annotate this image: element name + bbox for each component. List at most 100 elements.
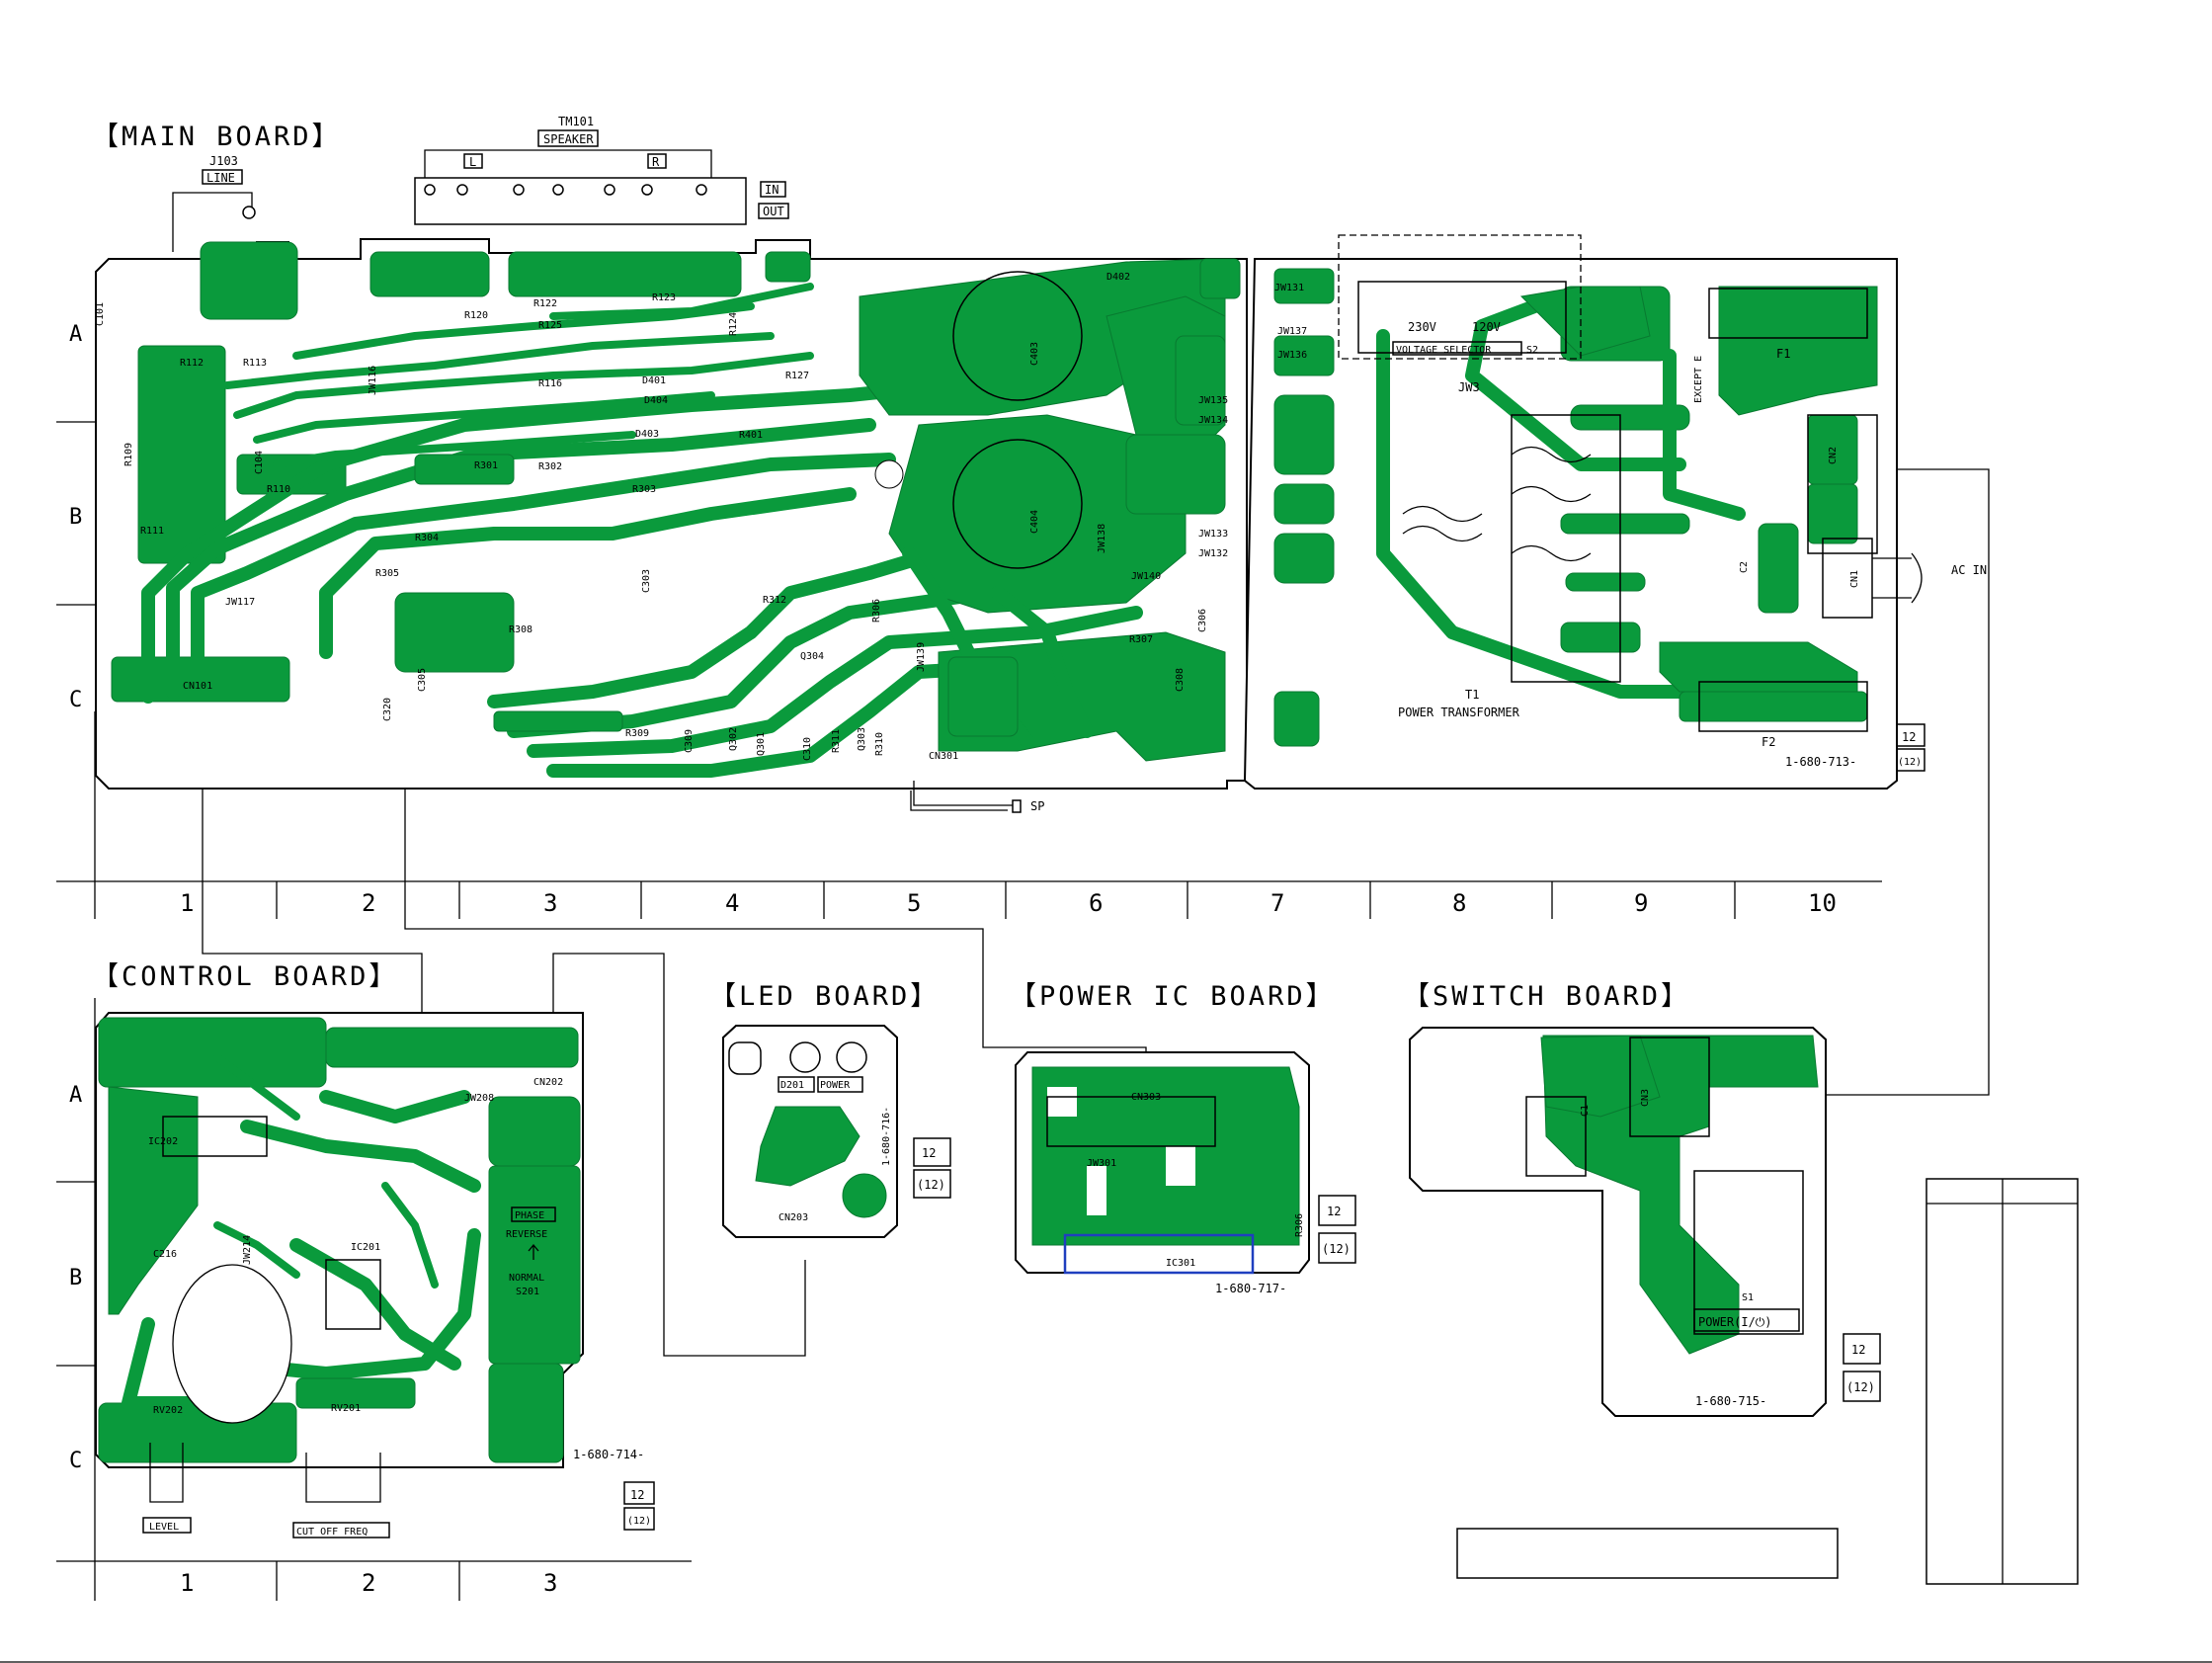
label-jw139: JW139 — [916, 642, 927, 672]
s1-label: S1 — [1742, 1292, 1754, 1303]
cut-off-freq-pot: CUT OFF FREQ — [292, 1453, 390, 1538]
speaker-symbol-sp: SP — [913, 781, 1044, 813]
col-label-lower-1: 1 — [180, 1569, 194, 1597]
label-r303: R303 — [632, 484, 656, 495]
control-board: 【CONTROL BOARD】 PHASE REVERS — [92, 961, 655, 1538]
switch-board-page-ref: 12 — [1851, 1343, 1865, 1357]
row-label-c: C — [69, 688, 82, 712]
jw3-label: JW3 — [1458, 380, 1480, 394]
s201-label: S201 — [516, 1287, 539, 1297]
label-c309: C309 — [684, 729, 695, 753]
speaker-label: SPEAKER — [543, 132, 594, 146]
main-board-page-ref-paren: (12) — [1898, 757, 1922, 768]
connector-cn1: CN1 C2 AC IN — [1739, 538, 1987, 619]
control-board-page-ref-paren: (12) — [627, 1516, 651, 1527]
label-jw134: JW134 — [1198, 415, 1228, 426]
power-ic-board-title: 【POWER IC BOARD】 — [1010, 981, 1336, 1012]
col-label-5: 5 — [907, 889, 921, 917]
control-board-title: 【CONTROL BOARD】 — [92, 961, 398, 992]
main-board: 【MAIN BOARD】 TM101 SPEAKER L R IN OUT J1… — [92, 115, 1987, 813]
label-cn301: CN301 — [929, 751, 958, 762]
label-q302: Q302 — [728, 727, 739, 751]
terminal-right-label: R — [652, 155, 660, 169]
label-c104: C104 — [254, 451, 265, 474]
control-board-part-number: 1-680-714- — [573, 1448, 644, 1461]
label-r111: R111 — [140, 526, 164, 537]
label-c303: C303 — [641, 569, 652, 593]
f2-label: F2 — [1761, 735, 1775, 749]
main-board-component-labels: C101 R112 R113 R109 R110 R111 C104 JW116… — [95, 272, 1307, 762]
column-ticks-lower — [276, 1561, 460, 1601]
led-board: 【LED BOARD】 D201 POWER CN203 1-680-716- … — [709, 981, 951, 1238]
ac-in-label: AC IN — [1951, 563, 1987, 577]
label-r401: R401 — [739, 430, 763, 441]
cut-off-freq-label: CUT OFF FREQ — [296, 1527, 368, 1538]
label-r124: R124 — [728, 312, 739, 336]
column-labels-main: 1 2 3 4 5 6 7 8 9 10 — [180, 889, 1837, 917]
rv201-label: RV201 — [331, 1403, 361, 1414]
jw301-label: JW301 — [1087, 1158, 1116, 1169]
label-jw135: JW135 — [1198, 395, 1228, 406]
label-r312: R312 — [763, 595, 786, 606]
row-label-b-lower: B — [69, 1266, 82, 1290]
col-label-4: 4 — [725, 889, 739, 917]
label-r110: R110 — [267, 484, 290, 495]
label-c320: C320 — [382, 698, 393, 721]
label-c310: C310 — [802, 737, 813, 761]
t1-label: T1 — [1465, 688, 1479, 702]
label-r310: R310 — [874, 732, 885, 756]
ic202-label: IC202 — [148, 1136, 178, 1147]
voltage-selector-label: VOLTAGE SELECTOR — [1396, 345, 1492, 356]
label-r112: R112 — [180, 358, 204, 369]
main-board-part-number: 1-680-713- — [1785, 755, 1856, 769]
s2-label: S2 — [1526, 345, 1538, 356]
label-d403: D403 — [635, 429, 659, 440]
reverse-label: REVERSE — [506, 1229, 547, 1240]
col-label-lower-3: 3 — [543, 1569, 557, 1597]
ic201-label: IC201 — [351, 1242, 380, 1253]
label-r304: R304 — [415, 533, 439, 543]
c2-label: C2 — [1739, 561, 1750, 573]
rv202-label: RV202 — [153, 1405, 183, 1416]
main-copper-center — [859, 258, 1241, 762]
label-jw133: JW133 — [1198, 529, 1228, 540]
phase-switch-s201: PHASE REVERSE NORMAL S201 — [506, 1206, 556, 1297]
f1-label: F1 — [1776, 347, 1790, 361]
label-r308: R308 — [509, 624, 533, 635]
col-label-2: 2 — [362, 889, 375, 917]
terminal-out-label: OUT — [763, 205, 784, 218]
label-r306: R306 — [871, 599, 882, 623]
row-label-a-lower: A — [69, 1083, 82, 1108]
terminal-in-label: IN — [765, 183, 778, 197]
row-label-a: A — [69, 322, 82, 347]
line-label: LINE — [206, 171, 235, 185]
label-jw136: JW136 — [1277, 350, 1307, 361]
c216-label: C216 — [153, 1249, 177, 1260]
led-board-title: 【LED BOARD】 — [709, 981, 940, 1012]
row-label-b: B — [69, 505, 82, 530]
label-r125: R125 — [538, 320, 562, 331]
label-r109: R109 — [123, 443, 134, 466]
voltage-120-label: 120V — [1472, 320, 1501, 334]
label-d401: D401 — [642, 375, 666, 386]
label-r123: R123 — [652, 292, 676, 303]
j103-label: J103 — [209, 154, 238, 168]
label-c305: C305 — [417, 668, 428, 692]
sp-label: SP — [1030, 799, 1044, 813]
cn3-label: CN3 — [1640, 1089, 1651, 1107]
cn2-label: CN2 — [1828, 447, 1839, 464]
col-label-lower-2: 2 — [362, 1569, 375, 1597]
col-label-6: 6 — [1089, 889, 1103, 917]
label-c306: C306 — [1197, 609, 1208, 632]
control-copper — [98, 1017, 581, 1463]
c1-label: C1 — [1580, 1105, 1591, 1117]
label-r309: R309 — [625, 728, 649, 739]
power-ic-board-page-ref: 12 — [1327, 1205, 1341, 1218]
label-r301: R301 — [474, 460, 498, 471]
level-pot: LEVEL — [142, 1443, 192, 1534]
speaker-terminal-tm101: TM101 SPEAKER L R IN OUT — [414, 115, 789, 225]
power-switch-label: POWER(I/⏻) — [1698, 1315, 1772, 1329]
label-r311: R311 — [831, 729, 842, 753]
main-copper-power — [1273, 268, 1878, 747]
